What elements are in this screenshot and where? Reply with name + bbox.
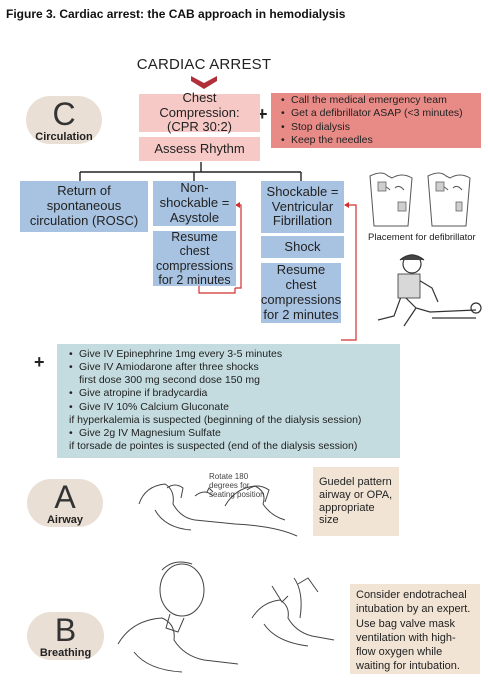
breathing-note-box: Consider endotracheal intubation by an e…: [350, 584, 480, 674]
resume-left-text: Resume chest compressions for 2 minutes: [155, 229, 234, 287]
breathing-illustration: [117, 561, 335, 673]
rosc-box: Return of spontaneous circulation (ROSC): [20, 181, 148, 232]
medication-item: Give IV Amiodarone after three shocksfir…: [69, 361, 361, 387]
airway-note-box: Guedel pattern airway or OPA, appropriat…: [313, 467, 399, 536]
rosc-text: Return of spontaneous circulation (ROSC): [29, 183, 139, 228]
circulation-letter: C: [52, 96, 76, 132]
airway-label: Airway: [46, 514, 84, 526]
airway-illustration: [138, 483, 298, 537]
chest-compression-text: Chest Compression: (CPR 30:2): [159, 89, 240, 135]
chest-compression-box: Chest Compression: (CPR 30:2): [139, 90, 260, 134]
medication-item: Give IV Epinephrine 1mg every 3-5 minute…: [69, 348, 361, 361]
resume-right-text: Resume chest compressions for 2 minutes: [260, 262, 342, 322]
breathing-note-text: Consider endotracheal intubation by an e…: [356, 589, 471, 673]
airway-illustration-caption: Rotate 180 degrees for seating position: [209, 472, 265, 500]
defibrillator-caption: Placement for defibrillator: [368, 232, 476, 243]
action-item: Call the medical emergency team: [281, 94, 463, 107]
airway-badge: A Airway: [27, 479, 103, 527]
cpr-illustration: [377, 254, 482, 327]
circulation-badge: C Circulation: [26, 96, 102, 144]
airway-note-text: Guedel pattern airway or OPA, appropriat…: [319, 476, 393, 527]
medications-box: Give IV Epinephrine 1mg every 3-5 minute…: [57, 344, 400, 458]
non-shockable-box: Non-shockable = Asystole: [153, 180, 236, 226]
down-chevron-icon: [191, 76, 217, 89]
action-item: Get a defibrillator ASAP (<3 minutes): [281, 107, 463, 120]
circulation-label: Circulation: [35, 131, 93, 143]
plus-icon: +: [34, 352, 45, 372]
figure-title: Figure 3. Cardiac arrest: the CAB approa…: [6, 7, 346, 21]
defibrillator-placement-illustration: [369, 172, 471, 227]
action-item: Keep the needles: [281, 134, 463, 147]
assess-rhythm-text: Assess Rhythm: [154, 140, 245, 156]
shockable-text: Shockable = Ventricular Fibrillation: [266, 183, 339, 229]
non-shockable-text: Non-shockable = Asystole: [159, 180, 230, 225]
medication-item: Give atropine if bradycardia: [69, 387, 361, 400]
resume-compressions-left-box: Resume chest compressions for 2 minutes: [153, 229, 236, 287]
shock-box: Shock: [261, 236, 344, 258]
breathing-label: Breathing: [39, 647, 92, 659]
immediate-actions-box: Call the medical emergency team Get a de…: [271, 93, 481, 148]
airway-letter: A: [54, 479, 76, 515]
breathing-letter: B: [54, 612, 77, 648]
action-item: Stop dialysis: [281, 121, 463, 134]
shockable-box: Shockable = Ventricular Fibrillation: [261, 181, 344, 233]
assess-rhythm-box: Assess Rhythm: [139, 137, 260, 161]
cardiac-arrest-title: CARDIAC ARREST: [136, 56, 272, 73]
shock-text: Shock: [284, 238, 321, 254]
plus-icon: +: [257, 104, 268, 124]
resume-compressions-right-box: Resume chest compressions for 2 minutes: [260, 262, 342, 323]
breathing-badge: B Breathing: [27, 612, 104, 660]
